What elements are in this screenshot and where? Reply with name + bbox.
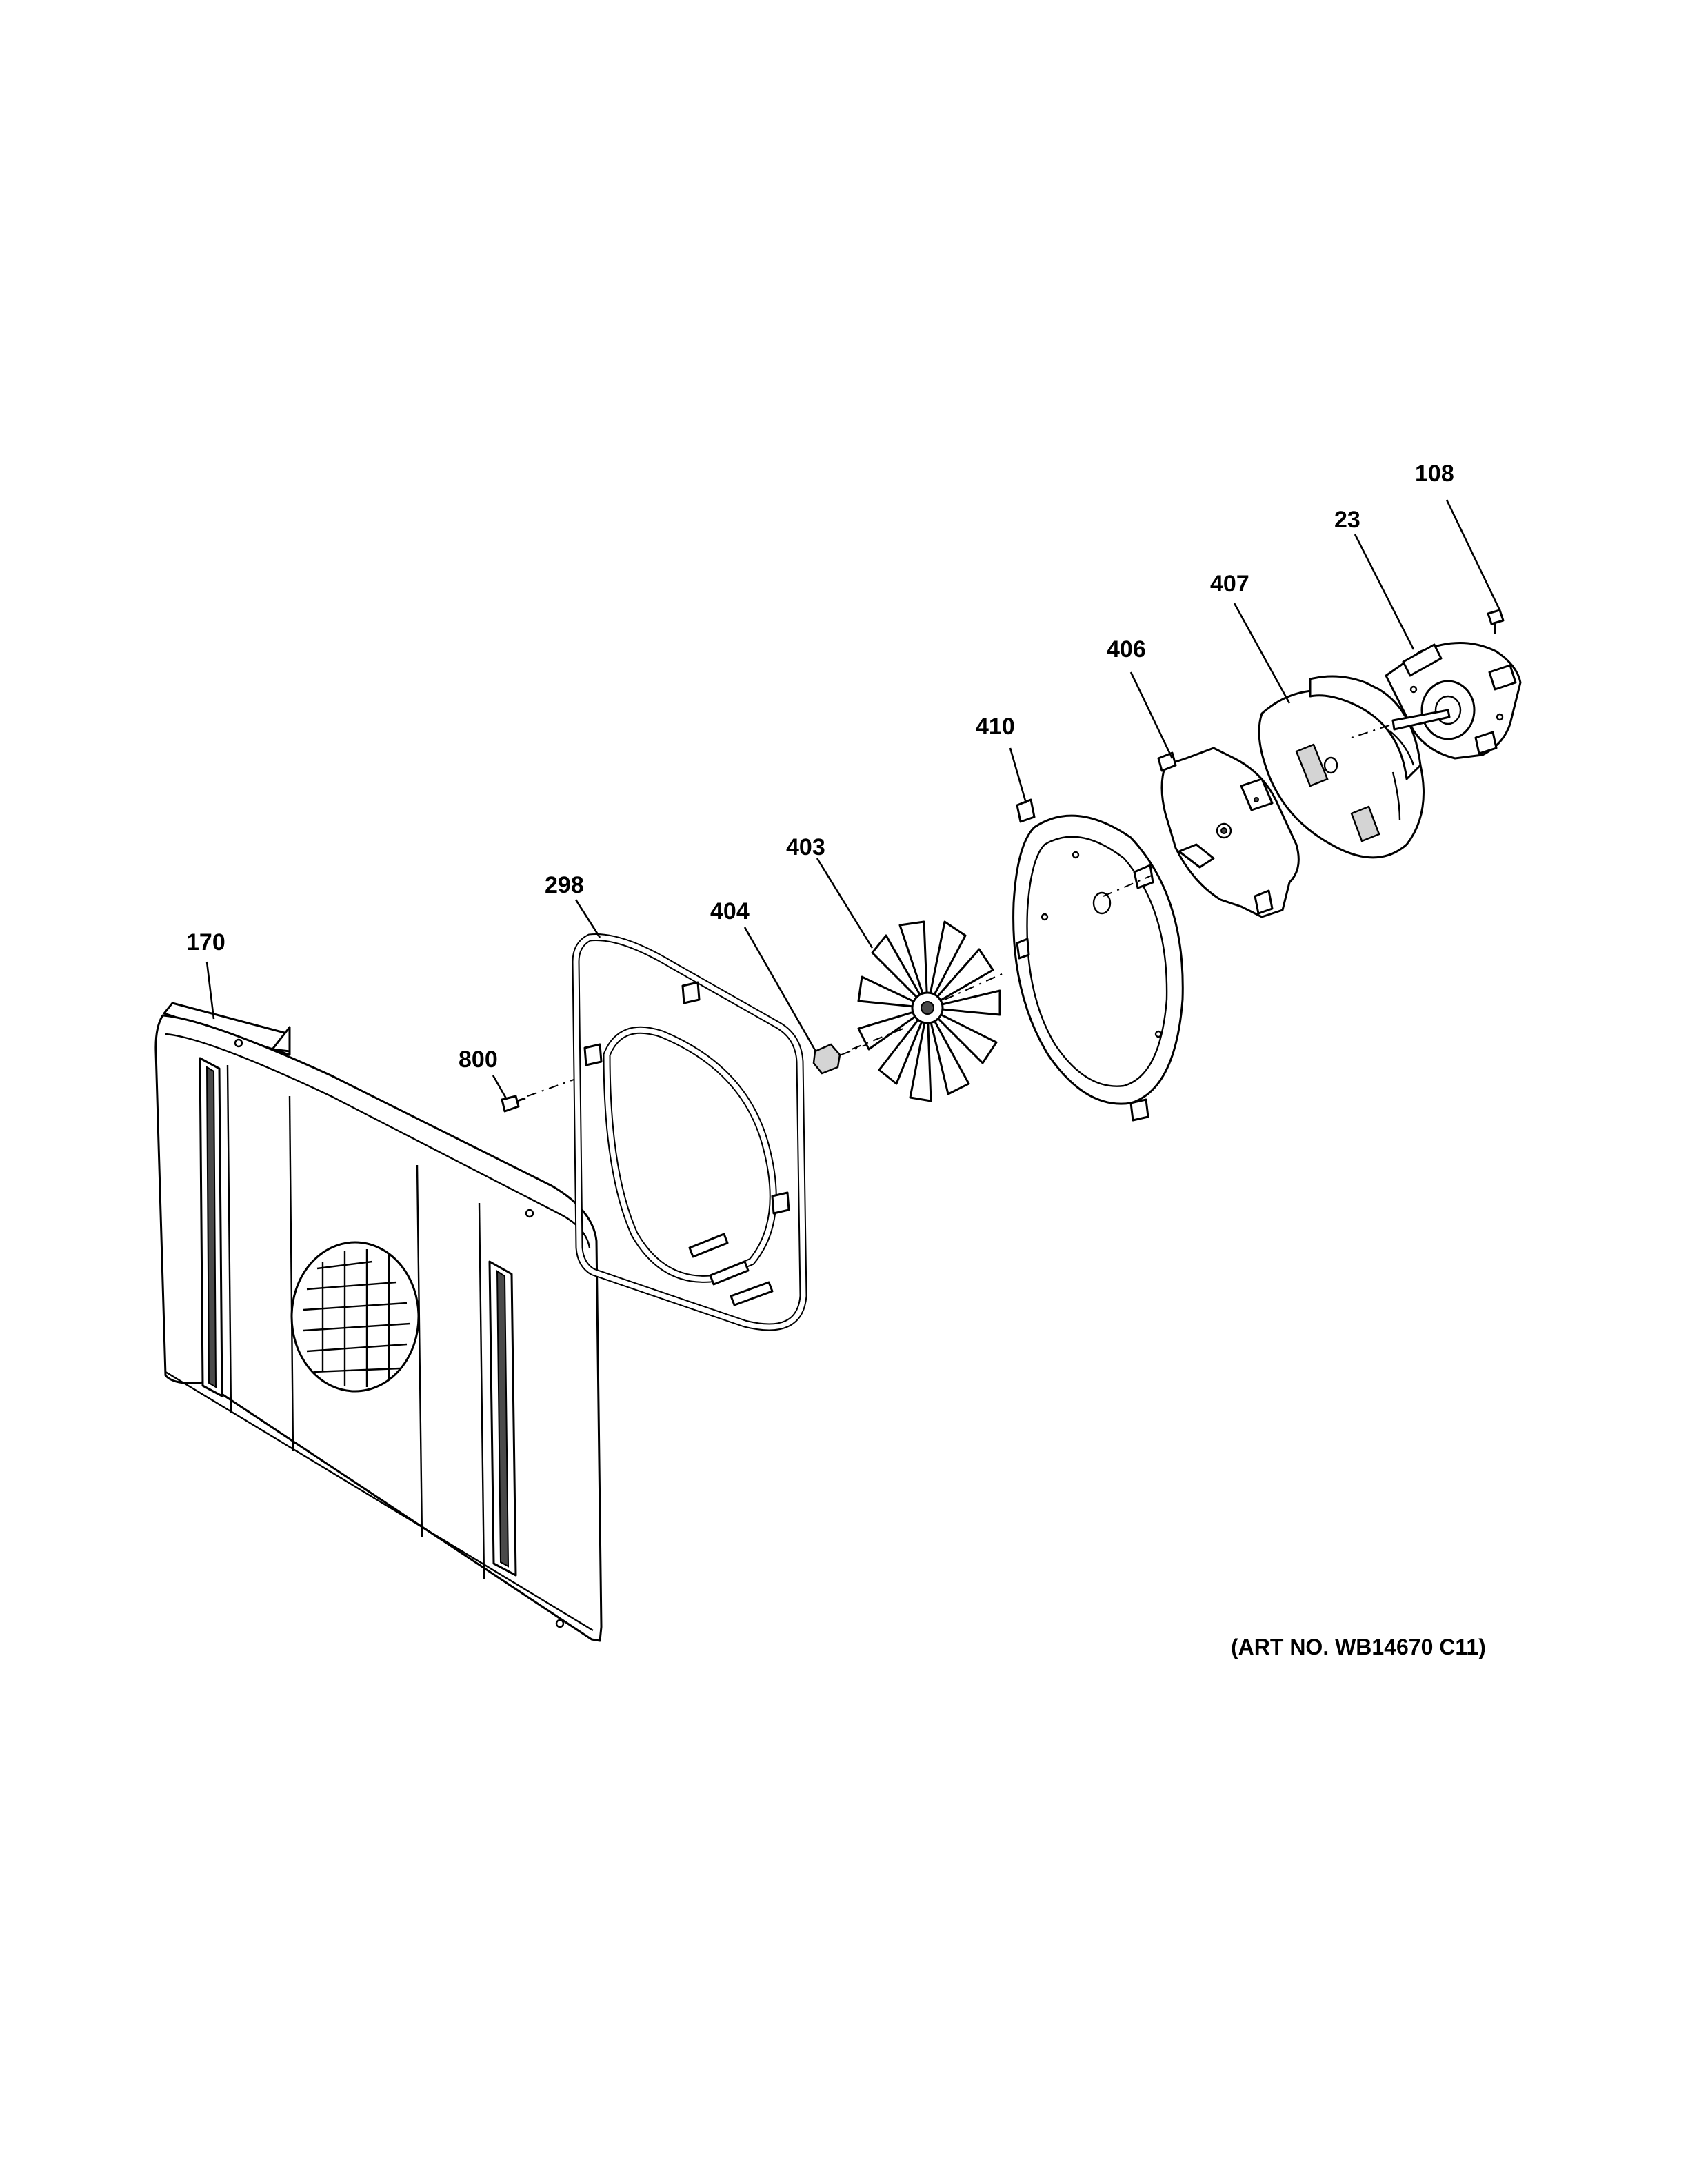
part-404-nut	[812, 1042, 873, 1075]
callout-298: 298	[545, 872, 584, 898]
part-403-fan-blade	[851, 920, 1004, 1102]
part-108-screw	[1487, 609, 1505, 634]
part-298-heating-element	[572, 933, 807, 1331]
callout-170: 170	[186, 929, 225, 956]
callout-404: 404	[710, 898, 750, 924]
part-410-fan-plate	[1012, 798, 1184, 1122]
part-407-insulation	[1258, 675, 1425, 859]
part-23-fan-motor	[1351, 642, 1522, 760]
vent-grille	[290, 1241, 420, 1393]
leader-lines	[205, 499, 1501, 1100]
callout-403: 403	[786, 834, 825, 860]
callout-23: 23	[1334, 507, 1360, 533]
art-number: (ART NO. WB14670 C11)	[1231, 1635, 1486, 1659]
part-800-screw	[501, 1078, 576, 1113]
callout-800: 800	[459, 1046, 498, 1073]
part-406-motor-bracket	[1157, 747, 1300, 918]
callout-406: 406	[1107, 636, 1146, 663]
callout-407: 407	[1210, 571, 1249, 597]
callout-108: 108	[1415, 461, 1454, 487]
callout-410: 410	[976, 714, 1015, 740]
part-170-rear-cover	[154, 1002, 603, 1642]
